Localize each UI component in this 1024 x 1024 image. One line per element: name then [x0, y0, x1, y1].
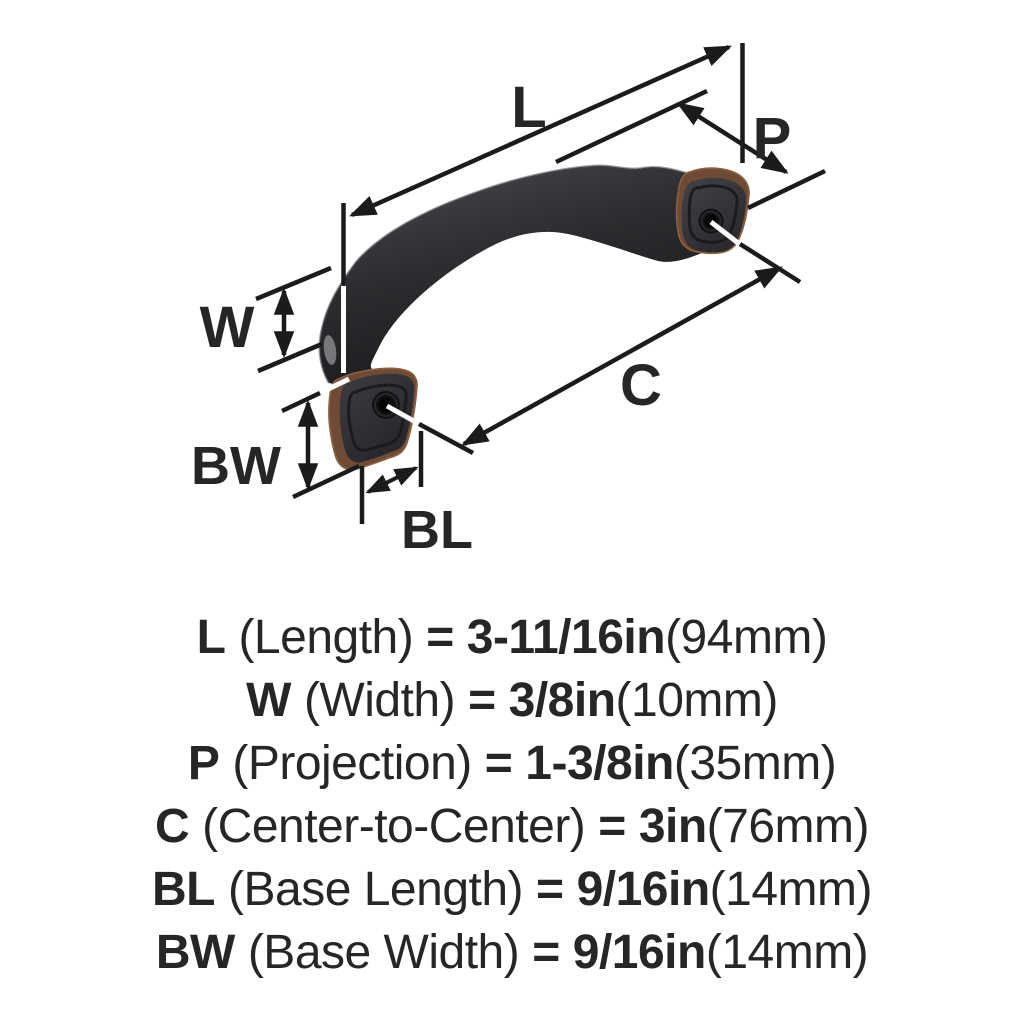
spec-code: L — [196, 611, 226, 664]
handle-illustration — [318, 164, 750, 471]
dimension-label-base-width: BW — [191, 436, 281, 496]
neck-highlight — [323, 335, 337, 365]
dimension-label-width: W — [200, 295, 255, 360]
spec-row-base-length: BL (Base Length) = 9/16in (14mm) — [152, 858, 872, 921]
left-base-inset-panel — [347, 383, 408, 452]
base-width-extension-top — [281, 390, 321, 414]
spec-code: P — [187, 737, 220, 790]
spec-value: 9/16in — [572, 926, 707, 979]
handle-arch — [319, 165, 712, 384]
spec-value-group: 1-3/8in (35mm) — [525, 732, 836, 795]
dimension-center-to-center — [417, 242, 802, 455]
projection-extension-far — [555, 88, 708, 165]
spec-value: 1-3/8in — [525, 737, 674, 790]
projection-dimension-arrow — [676, 102, 789, 174]
projection-extension-near — [747, 168, 826, 211]
spec-value: 3/8in — [508, 674, 616, 727]
spec-value-group: 3in (76mm) — [638, 795, 870, 858]
spec-code: BL — [152, 863, 215, 916]
dimension-projection — [555, 88, 826, 211]
dimension-label-center: C — [620, 353, 662, 418]
spec-list: L (Length) = 3-11/16in (94mm) W (Width) … — [0, 606, 1024, 984]
spec-value-group: 9/16in (14mm) — [576, 858, 873, 921]
spec-code: C — [155, 800, 190, 853]
spec-name: (Center-to-Center) — [202, 800, 586, 853]
spec-code: W — [246, 674, 291, 727]
spec-metric: (14mm) — [709, 863, 873, 916]
spec-metric: (14mm) — [705, 926, 869, 979]
spec-metric: (10mm) — [615, 674, 779, 727]
equals-sign: = — [426, 611, 454, 664]
spec-metric: (94mm) — [665, 611, 828, 664]
spec-value-group: 3-11/16in (94mm) — [467, 606, 828, 669]
base-width-extension-bottom — [292, 463, 360, 500]
center-leader-left-white — [385, 403, 423, 428]
product-diagram: L P W C BW BL — [191, 43, 826, 560]
equals-sign: = — [536, 863, 564, 916]
equals-sign: = — [532, 926, 560, 979]
base-width-extension-white — [316, 376, 351, 397]
spec-row-projection: P (Projection) = 1-3/8in (35mm) — [187, 732, 837, 795]
dimension-label-base-length: BL — [401, 500, 473, 560]
spec-value: 3in — [638, 800, 707, 853]
spec-name: (Projection) — [232, 737, 472, 790]
center-leader-left — [417, 422, 475, 455]
spec-name: (Base Length) — [228, 863, 524, 916]
width-extension-bottom — [257, 341, 323, 374]
center-dimension-arrow — [461, 266, 783, 446]
left-screw-hole-ring — [374, 393, 398, 417]
white-leader-lines — [316, 220, 744, 428]
equals-sign: = — [484, 737, 513, 790]
center-leader-right — [738, 242, 802, 284]
dimension-base-length — [359, 431, 424, 524]
spec-code: BW — [155, 926, 235, 979]
dimension-width — [255, 265, 332, 374]
spec-metric: (35mm) — [673, 737, 837, 790]
dimension-labels: L P W C BW BL — [191, 75, 791, 560]
dimension-lines — [255, 43, 826, 524]
dimension-label-length: L — [511, 75, 546, 140]
spec-row-base-width: BW (Base Width) = 9/16in (14mm) — [155, 921, 869, 984]
spec-row-center-to-center: C (Center-to-Center) = 3in (76mm) — [155, 795, 870, 858]
spec-metric: (76mm) — [706, 800, 870, 853]
center-leader-right-white — [709, 220, 744, 248]
spec-name: (Width) — [303, 674, 456, 727]
spec-row-length: L (Length) = 3-11/16in (94mm) — [197, 606, 828, 669]
spec-value-group: 3/8in (10mm) — [508, 669, 779, 732]
spec-name: (Base Width) — [247, 926, 520, 979]
spec-value: 9/16in — [576, 863, 711, 916]
equals-sign: = — [598, 800, 626, 853]
spec-row-width: W (Width) = 3/8in (10mm) — [246, 669, 778, 732]
length-dimension-arrow — [349, 44, 732, 218]
base-length-dimension-arrow — [365, 466, 419, 494]
dimension-label-projection: P — [753, 106, 792, 171]
spec-value-group: 9/16in (14mm) — [572, 921, 869, 984]
spec-name: (Length) — [238, 611, 414, 664]
equals-sign: = — [468, 674, 496, 727]
spec-value: 3-11/16in — [466, 611, 666, 664]
width-extension-top — [255, 265, 332, 302]
dimension-base-width — [281, 390, 360, 500]
